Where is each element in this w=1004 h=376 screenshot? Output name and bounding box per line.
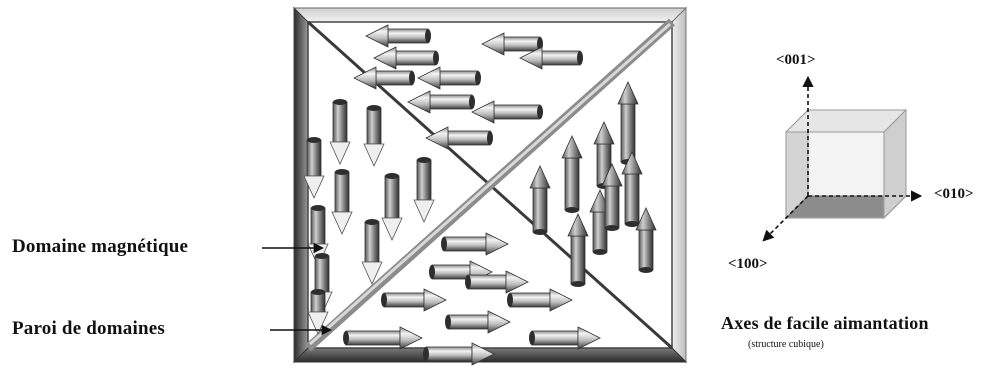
label-magnetic-domain: Domaine magnétique [12,236,188,258]
frame-top [294,8,686,22]
label-axis-010: <010> [934,186,974,203]
label-axis-100: <100> [728,256,768,273]
label-axis-001: <001> [776,52,816,69]
label-easy-axes: Axes de facile aimantation [721,313,929,334]
frame-right [672,8,686,362]
label-domain-wall: Paroi de domaines [12,318,165,340]
label-easy-axes-note: (structure cubique) [748,339,824,350]
frame-left [294,8,308,362]
cube-icon [786,110,906,218]
